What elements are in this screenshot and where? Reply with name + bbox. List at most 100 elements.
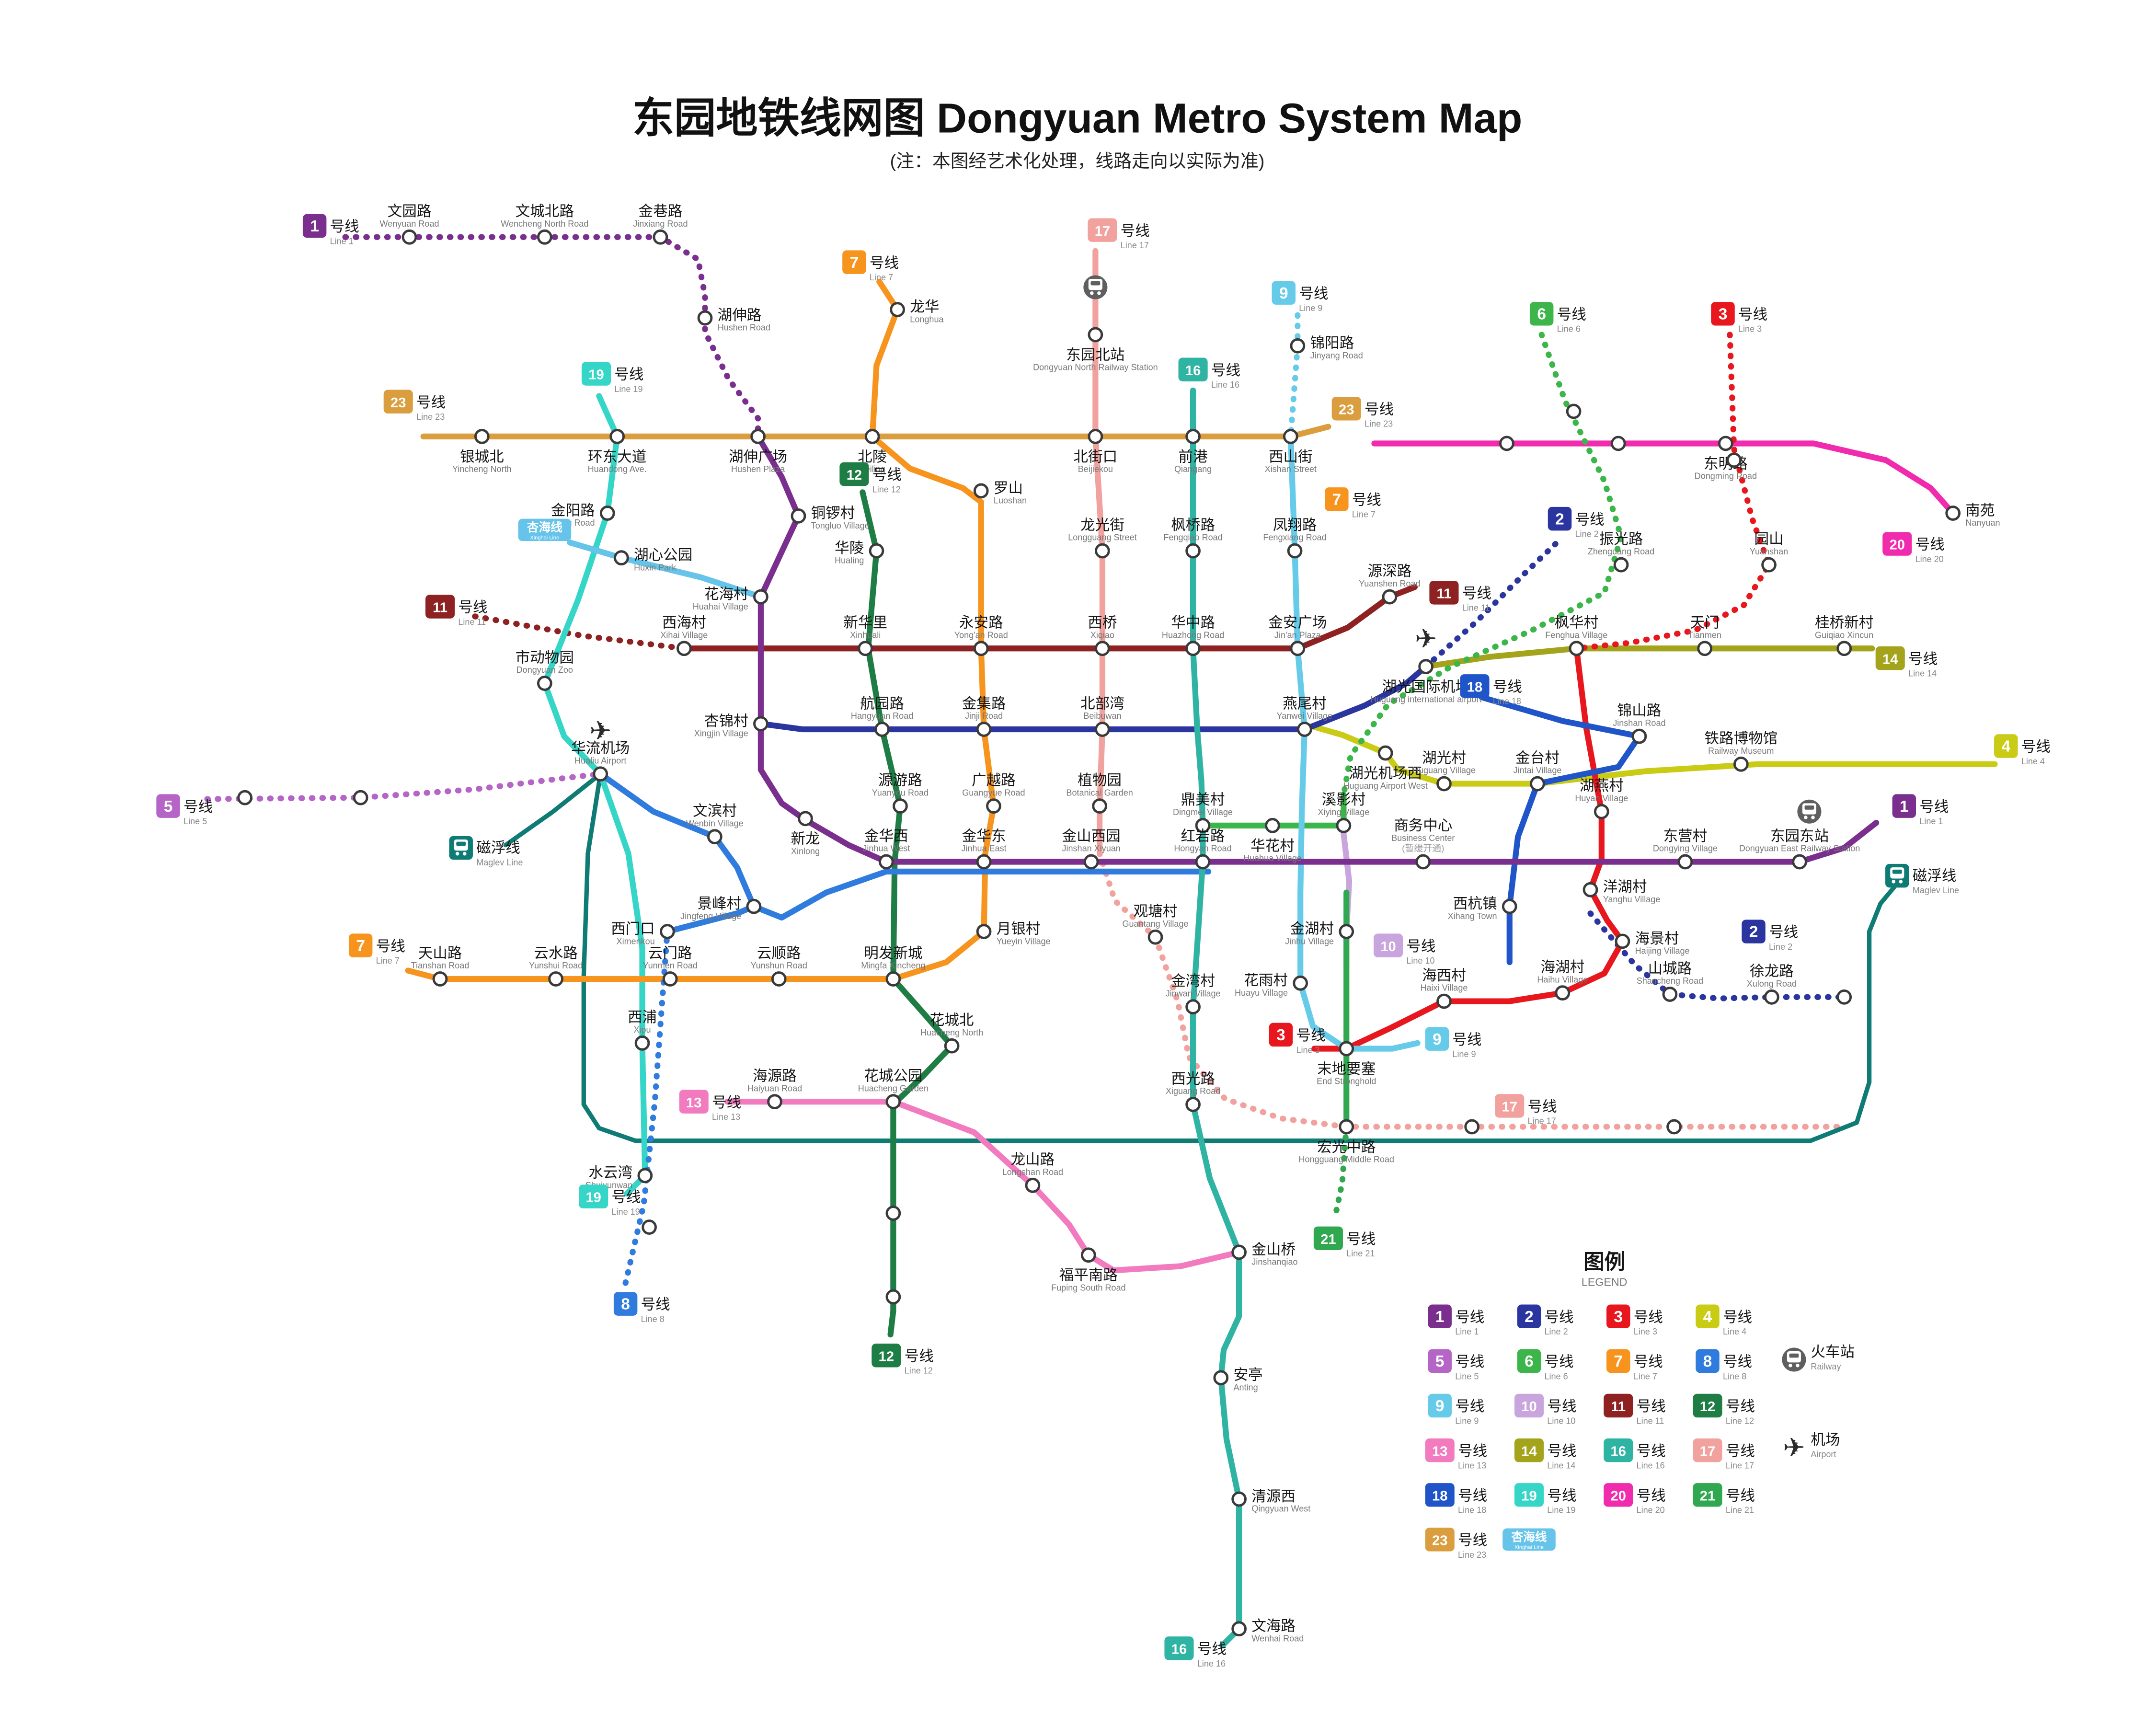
- station-marker: [1502, 898, 1517, 914]
- station-label-en: Qiangang: [1174, 464, 1212, 474]
- badge-zh: 号线: [2021, 739, 2051, 755]
- line-9-path: [1287, 312, 1301, 440]
- station-marker: [1185, 429, 1201, 444]
- station-label-en: Xinlong: [791, 847, 820, 856]
- line-2: [757, 540, 1847, 1001]
- station-label-zh: 北部湾: [1080, 695, 1124, 712]
- station-label-en: Huahua Village: [1243, 853, 1302, 863]
- badge-en: Line 20: [1637, 1506, 1665, 1515]
- badge-en: Xinghai Line: [1514, 1545, 1544, 1551]
- station-label-note: (暂缓开通): [1402, 843, 1444, 854]
- station-label-en: Nanyuan: [1965, 518, 2000, 528]
- station-label-en: Jinhu Village: [1285, 936, 1334, 946]
- station-label-zh: 凤翔路: [1273, 517, 1317, 533]
- station-label-en: Hongyan Road: [1174, 844, 1231, 853]
- badge-zh: 号线: [1908, 651, 1938, 667]
- station-label-en: Dingmei Village: [1173, 807, 1233, 817]
- station-marker: [1631, 728, 1647, 744]
- station-label-zh: 西光路: [1171, 1070, 1215, 1087]
- station-label-zh: 航园路: [860, 695, 904, 712]
- station-marker: [548, 971, 563, 987]
- station-marker: [1761, 557, 1777, 573]
- badge-zh: 号线: [1544, 1309, 1573, 1325]
- station-marker: [1610, 436, 1626, 451]
- station-marker: [1530, 776, 1545, 792]
- station-marker: [1764, 989, 1779, 1005]
- line-14: [1423, 645, 1875, 670]
- badge-zh: 号线: [1455, 1354, 1484, 1370]
- station-label-zh: 安亭: [1233, 1367, 1262, 1383]
- badge-zh: 号线: [1575, 511, 1605, 528]
- line-20: [1371, 440, 1956, 517]
- station-marker: [1185, 641, 1201, 656]
- station-marker: [537, 676, 552, 691]
- station-marker: [401, 229, 417, 245]
- badge-en: Line 2: [1544, 1327, 1568, 1336]
- badge-number: 3: [1276, 1026, 1285, 1044]
- station-marker: [885, 1094, 901, 1109]
- station-label-zh: 金华西: [864, 828, 908, 844]
- badge-en: Line 23: [1365, 419, 1393, 429]
- station-marker: [1677, 854, 1693, 870]
- station-label-en: Xulong Road: [1747, 979, 1797, 989]
- station-label-zh: 水云湾: [589, 1165, 633, 1181]
- badge-en: Line 10: [1547, 1416, 1575, 1426]
- station-label-en: Jinhua East: [961, 844, 1006, 853]
- line-13-path: [724, 1098, 1242, 1274]
- station-label-zh: 金台村: [1515, 750, 1560, 766]
- station-label-en: Botanical Garden: [1066, 788, 1133, 797]
- station-label-en: Zhenguang Road: [1588, 547, 1654, 556]
- map-title: 东园地铁线网图 Dongyuan Metro System Map: [632, 94, 1523, 141]
- station-marker: [1613, 557, 1629, 573]
- station-marker: [537, 229, 552, 245]
- line-11-path: [472, 613, 687, 652]
- station-marker: [1185, 1097, 1201, 1112]
- station-label-en: Hualing: [835, 556, 864, 565]
- badge-en: Line 14: [1908, 668, 1937, 678]
- station-label-zh: 鼎美村: [1181, 792, 1225, 808]
- badge-en: Line 13: [712, 1112, 740, 1122]
- badge-number: 1: [1435, 1308, 1445, 1326]
- station-label-zh: 西海村: [662, 615, 706, 631]
- badge-number: 10: [1521, 1399, 1537, 1414]
- station-label-zh: 明发新城: [864, 945, 922, 961]
- station-marker: [1283, 429, 1298, 444]
- station-label-en: Fenghua Village: [1545, 630, 1607, 640]
- badge-number: 7: [356, 937, 365, 955]
- badge-en: Line 11: [1637, 1416, 1664, 1426]
